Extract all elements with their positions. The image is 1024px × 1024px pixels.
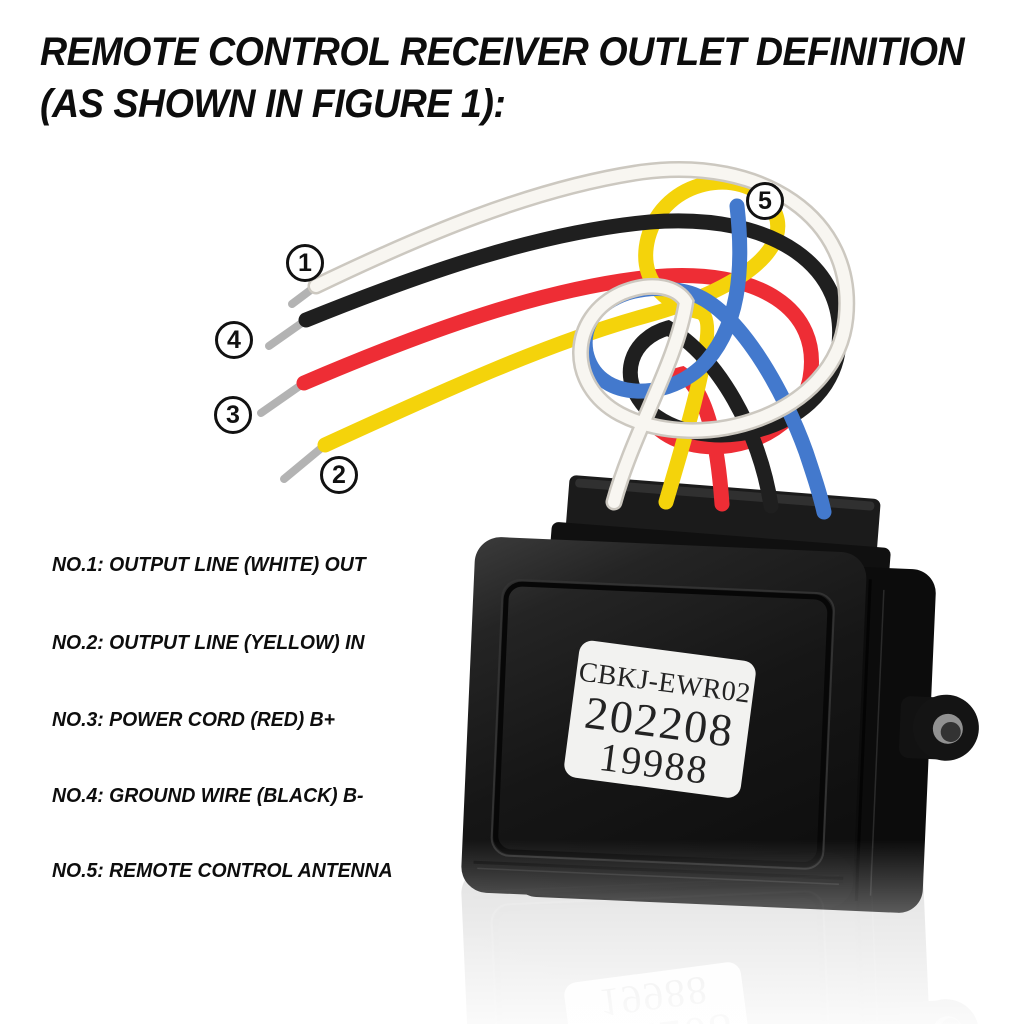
device-label-sticker bbox=[564, 640, 756, 798]
callout-4-number: 4 bbox=[227, 325, 241, 354]
callout-3: 3 bbox=[214, 396, 252, 434]
callout-2-number: 2 bbox=[332, 460, 346, 489]
callout-5-number: 5 bbox=[758, 186, 772, 215]
wire-definition-1: NO.1: OUTPUT LINE (WHITE) OUT bbox=[52, 554, 366, 576]
page-title: REMOTE CONTROL RECEIVER OUTLET DEFINITIO… bbox=[40, 26, 965, 130]
mounting-ear bbox=[898, 694, 979, 761]
callout-1-number: 1 bbox=[298, 248, 312, 277]
wire-definition-2: NO.2: OUTPUT LINE (YELLOW) IN bbox=[52, 632, 365, 654]
title-line-1: REMOTE CONTROL RECEIVER OUTLET DEFINITIO… bbox=[40, 30, 965, 74]
wire-definition-3: NO.3: POWER CORD (RED) B+ bbox=[52, 709, 335, 731]
wire-tip-2-yellow bbox=[280, 441, 329, 483]
callout-5: 5 bbox=[746, 182, 784, 220]
callout-1: 1 bbox=[286, 244, 324, 282]
white-output-wire bbox=[310, 163, 853, 508]
device-label: CBKJ-EWR02 202208 19988 bbox=[564, 640, 756, 798]
wire-bundle bbox=[257, 160, 856, 520]
wire-definition-5: NO.5: REMOTE CONTROL ANTENNA bbox=[52, 860, 393, 882]
wire-tip-3-red bbox=[257, 379, 308, 417]
callout-3-number: 3 bbox=[226, 400, 240, 429]
wire-tip-4-black bbox=[265, 316, 310, 350]
reflection-fade bbox=[420, 840, 1024, 1024]
callout-2: 2 bbox=[320, 456, 358, 494]
callout-4: 4 bbox=[215, 321, 253, 359]
wire-definition-4: NO.4: GROUND WIRE (BLACK) B- bbox=[52, 785, 364, 807]
receiver-device: CBKJ-EWR02 202208 19988 bbox=[461, 475, 979, 913]
title-line-2: (AS SHOWN IN FIGURE 1): bbox=[40, 82, 506, 126]
